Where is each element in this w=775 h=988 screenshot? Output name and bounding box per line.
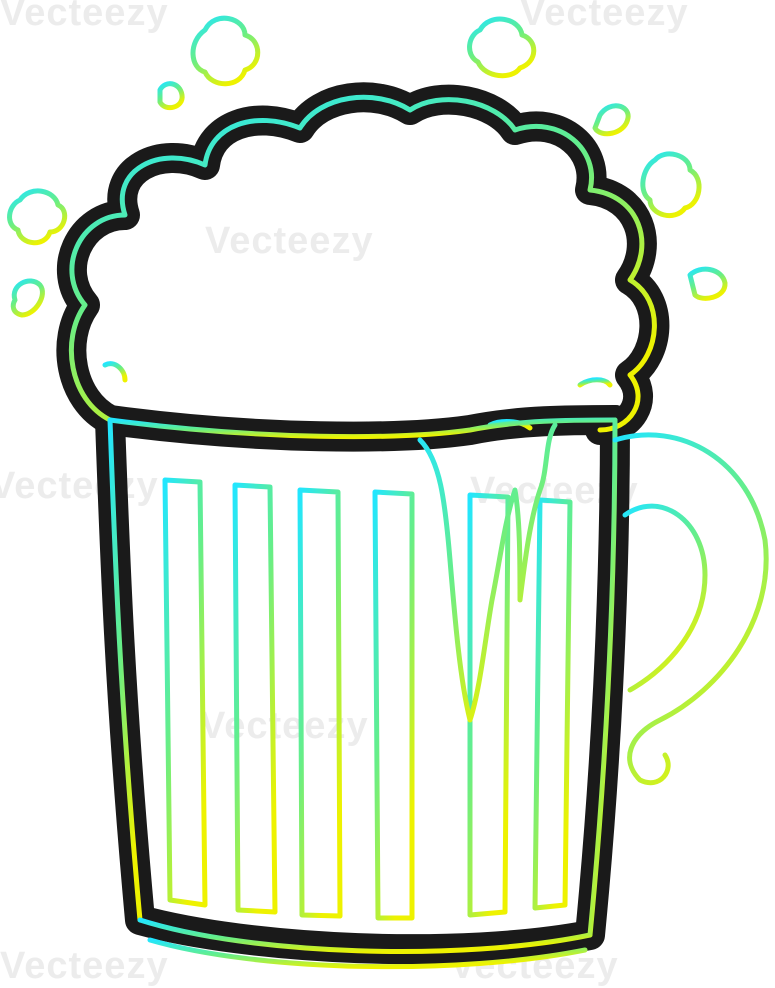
drop-left-2 [157, 81, 185, 111]
foam-detail [102, 361, 128, 383]
mug-panel [297, 487, 343, 919]
mug-rim-line [107, 417, 618, 440]
mug-right-line [587, 417, 618, 938]
mug-panel [372, 489, 415, 921]
handle-inner [622, 503, 708, 693]
handle-outer [612, 432, 769, 786]
bubble-left [7, 188, 68, 246]
mug-panel [532, 497, 573, 911]
bubble-right [640, 151, 702, 219]
bubble-top-right [467, 16, 537, 79]
mug-panel [467, 492, 511, 918]
drop-left [10, 278, 45, 318]
foam-line [68, 94, 657, 433]
foam-outline [56, 82, 670, 445]
bubble-top-left [190, 15, 261, 87]
mug-left-line [107, 417, 143, 923]
gradient-line-layer [7, 15, 769, 970]
watermark-text: Vecteezy [0, 0, 169, 34]
mug-base-line [147, 937, 588, 970]
watermark-text: Vecteezy [0, 465, 159, 507]
mug-panel [162, 477, 208, 908]
foam-drip [417, 422, 558, 723]
watermark-text: Vecteezy [205, 220, 374, 262]
drop-right [592, 103, 631, 137]
mug-bottom-line [137, 917, 593, 954]
mug-panel [232, 482, 278, 915]
watermark-text: Vecteezy [520, 0, 689, 34]
drop-right-2 [687, 266, 728, 301]
foam-detail [577, 377, 613, 388]
